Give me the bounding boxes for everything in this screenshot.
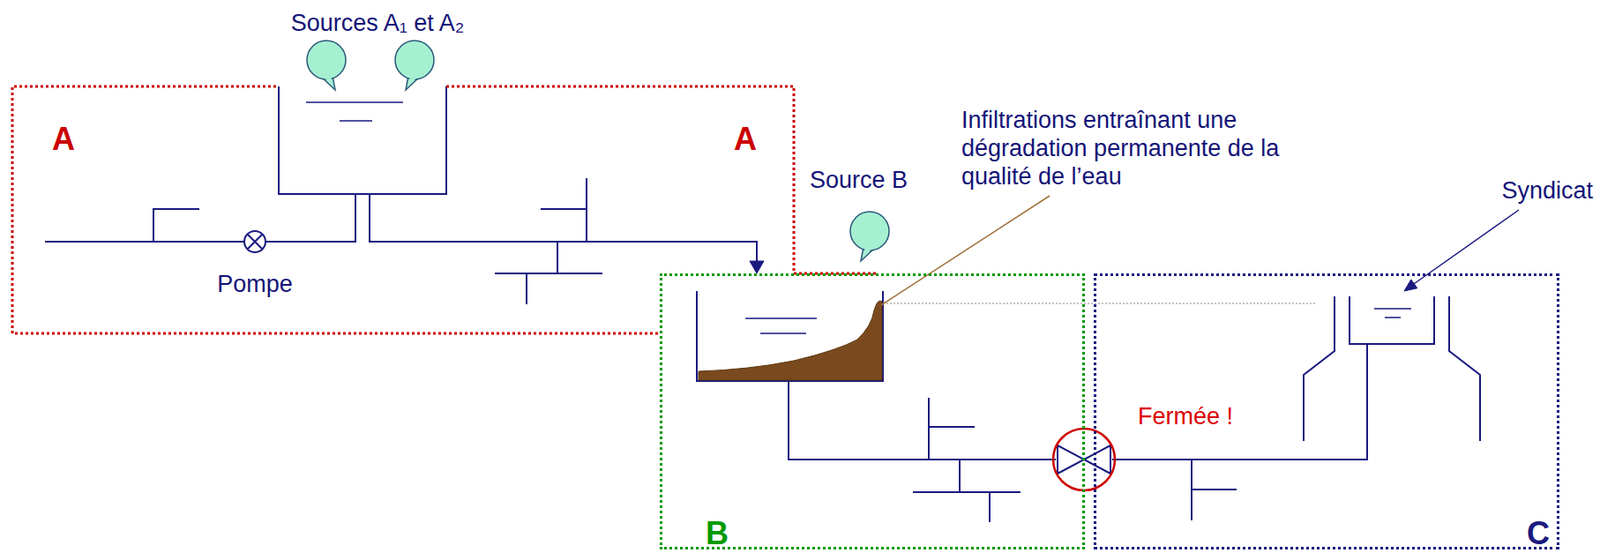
- source-bubble: [306, 40, 346, 90]
- bubble-body: [850, 211, 890, 251]
- pump-symbol: [244, 231, 266, 253]
- sediment: [698, 300, 883, 381]
- bubble-body: [395, 40, 434, 80]
- source-bubble: [395, 40, 434, 90]
- water-tower-tank: [1349, 296, 1435, 344]
- bubble-body: [306, 40, 346, 80]
- flow-arrow: [749, 261, 764, 274]
- valve-status: Fermée !: [1137, 402, 1234, 431]
- branch-pipe: [540, 178, 587, 242]
- water-level: [745, 318, 817, 334]
- reservoir-b: [696, 291, 883, 382]
- branch-pipe: [153, 209, 200, 242]
- zone-outline-path: [12, 86, 878, 334]
- pipe: [1112, 343, 1368, 460]
- pump-symbol: [247, 234, 263, 250]
- reservoir-a: [278, 86, 447, 195]
- source-label: Sources A₁ et A₂: [291, 8, 465, 38]
- source-bubble: [850, 211, 890, 262]
- water-tower-legs: [1303, 296, 1481, 442]
- bubble-joint: [321, 75, 332, 83]
- branch-pipe: [928, 397, 975, 460]
- network-zone: AA: [10, 84, 881, 336]
- bubble-joint: [409, 75, 420, 83]
- pump-label: Pompe: [216, 269, 293, 299]
- zone-letter: A: [52, 123, 75, 156]
- branch-pipe: [494, 241, 603, 305]
- level-line: [882, 303, 1316, 305]
- zone-letter: A: [733, 123, 757, 156]
- zone-outline: [10, 84, 881, 336]
- water-level: [306, 102, 404, 121]
- pipe: [369, 194, 757, 262]
- tower-label: Syndicat: [1501, 176, 1593, 205]
- pipe: [788, 381, 1056, 460]
- leader-line: [881, 195, 1050, 306]
- annotation-note: Infiltrations entraînant une dégradation…: [961, 105, 1315, 191]
- source-label: Source B: [809, 165, 908, 195]
- pipe: [44, 194, 356, 242]
- branch-pipe: [1191, 459, 1237, 521]
- leader-arrowhead: [1404, 279, 1418, 292]
- zone-letter: B: [705, 517, 729, 550]
- branch-pipe: [912, 459, 1021, 523]
- water-level: [1374, 308, 1412, 318]
- zone-letter: C: [1526, 517, 1550, 550]
- network-zone: B: [659, 273, 1085, 550]
- bubble-joint: [864, 246, 875, 255]
